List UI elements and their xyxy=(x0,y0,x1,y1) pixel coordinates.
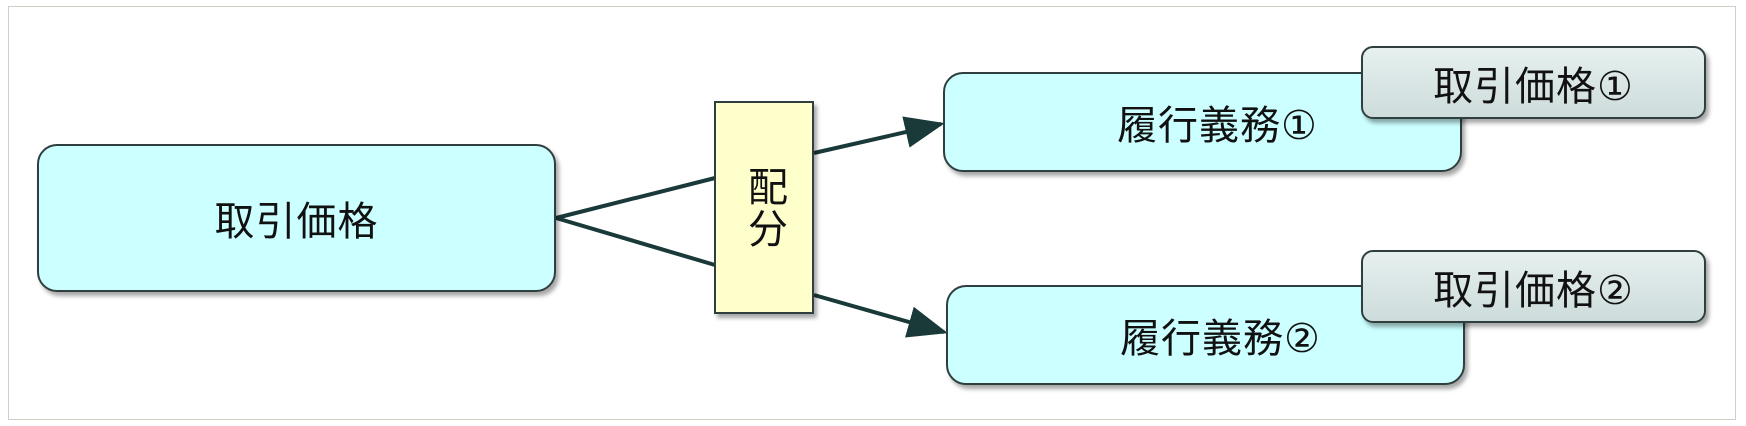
performance-obligation-2-label: 履行義務② xyxy=(1120,316,1321,362)
line-price-to-allocation-top xyxy=(555,176,716,220)
allocated-price-1-label: 取引価格① xyxy=(1433,63,1634,110)
allocated-price-2-label: 取引価格② xyxy=(1433,267,1634,314)
allocated-price-1-tag: 取引価格① xyxy=(1361,46,1706,119)
performance-obligation-2-box: 履行義務② xyxy=(946,285,1465,385)
performance-obligation-1-label: 履行義務① xyxy=(1117,103,1318,149)
transaction-price-box: 取引価格 xyxy=(37,144,556,292)
arrow-to-obligation-2 xyxy=(813,293,948,338)
arrow-to-obligation-1 xyxy=(813,116,945,155)
line-price-to-allocation-bottom xyxy=(555,216,716,267)
allocated-price-2-tag: 取引価格② xyxy=(1361,250,1706,323)
performance-obligation-1-box: 履行義務① xyxy=(943,72,1462,172)
allocation-label: 配分 xyxy=(741,165,787,250)
transaction-price-label: 取引価格 xyxy=(214,199,379,245)
allocation-box: 配分 xyxy=(714,101,814,314)
